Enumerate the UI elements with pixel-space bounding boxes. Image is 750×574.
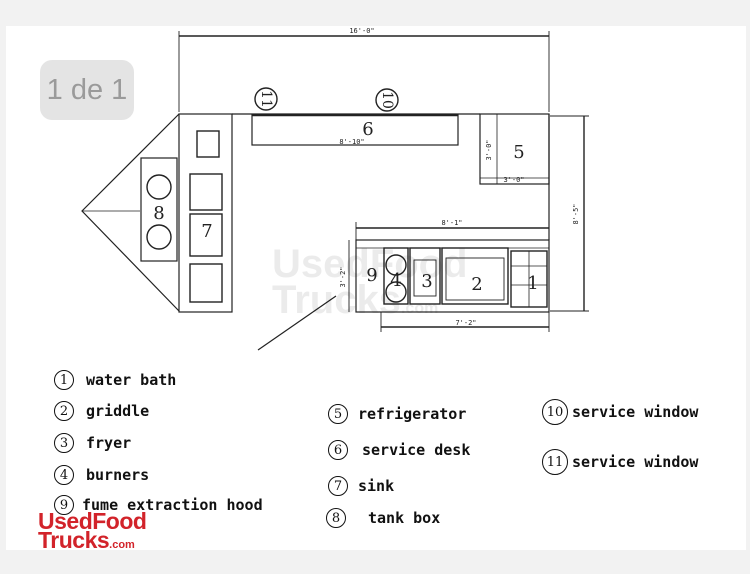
dim-label-fridge-width: 3'-0" [503,176,524,184]
legend-number: 6 [328,440,348,460]
window-10-number: 10 [379,91,395,109]
dim-label-right-height: 8'-5" [572,203,580,224]
legend-label: sink [358,477,395,495]
legend-item: 4 burners [54,465,149,485]
dim-label-line-width: 8'-1" [441,219,462,227]
tank-box-number: 8 [153,203,164,224]
legend-item: 2 griddle [54,401,149,421]
legend-label: refrigerator [358,405,467,423]
refrigerator-number: 5 [513,142,524,163]
legend-number: 1 [54,370,74,390]
legend-label: tank box [368,509,441,527]
sink-number: 7 [201,221,212,242]
legend-item: 7 sink [328,476,394,496]
window-11-number: 11 [258,90,274,108]
service-window-10-marker: 10 [375,88,399,112]
legend-number: 7 [328,476,348,496]
legend-number: 9 [54,495,74,515]
legend-label: fume extraction hood [82,496,263,514]
water-bath-number: 1 [527,273,538,294]
legend-number: 8 [326,508,346,528]
service-desk: 6 8'-10" [232,113,480,146]
legend-item: 6 service desk [328,440,470,460]
service-window-11-marker: 11 [254,87,278,111]
refrigerator: 5 3'-0" 3'-0" [479,113,550,185]
griddle-number: 2 [471,274,482,295]
left-counter: 7 [178,113,233,313]
legend-item: 1 water bath [54,370,176,390]
fume-hood-number: 9 [366,265,377,286]
dim-overall-width: 16'-0" [178,27,550,112]
legend-item: 5 refrigerator [328,404,466,424]
fryer-number: 3 [421,271,432,292]
legend-number: 5 [328,404,348,424]
burners-number: 4 [390,270,401,291]
legend-item: 9 fume extraction hood [54,495,263,515]
legend-item: 10 service window [542,399,698,425]
legend-number: 3 [54,433,74,453]
cook-line: 8'-1" 3'-2" 9 4 3 2 1 7'-2" [339,219,550,332]
legend-number: 4 [54,465,74,485]
legend-number: 11 [542,449,568,475]
legend-label: griddle [86,402,150,420]
usedfoodtrucks-logo: UsedFood Trucks.com [38,508,147,553]
legend-label: service window [572,403,699,421]
legend-label: fryer [86,434,132,452]
service-desk-number: 6 [362,119,373,140]
legend-label: service desk [362,441,471,459]
dim-label-fridge-depth: 3'-0" [485,139,493,160]
entry-door-line [257,295,337,351]
legend-item: 3 fryer [54,433,131,453]
dim-right-height: 8'-5" [548,114,589,312]
legend-label: service window [572,453,699,471]
page-counter-badge: 1 de 1 [40,60,134,120]
dim-label-line-bottom: 7'-2" [455,319,476,327]
legend-label: water bath [86,371,177,389]
legend-item: 8 tank box [326,508,440,528]
legend-label: burners [86,466,150,484]
dim-label-line-depth: 3'-2" [339,266,347,287]
dim-label-overall: 16'-0" [349,27,374,35]
tank-box: 8 [140,157,178,262]
legend-item: 11 service window [542,449,698,475]
legend-number: 2 [54,401,74,421]
dim-label-service-desk: 8'-10" [339,138,364,146]
legend-number: 10 [542,399,568,425]
